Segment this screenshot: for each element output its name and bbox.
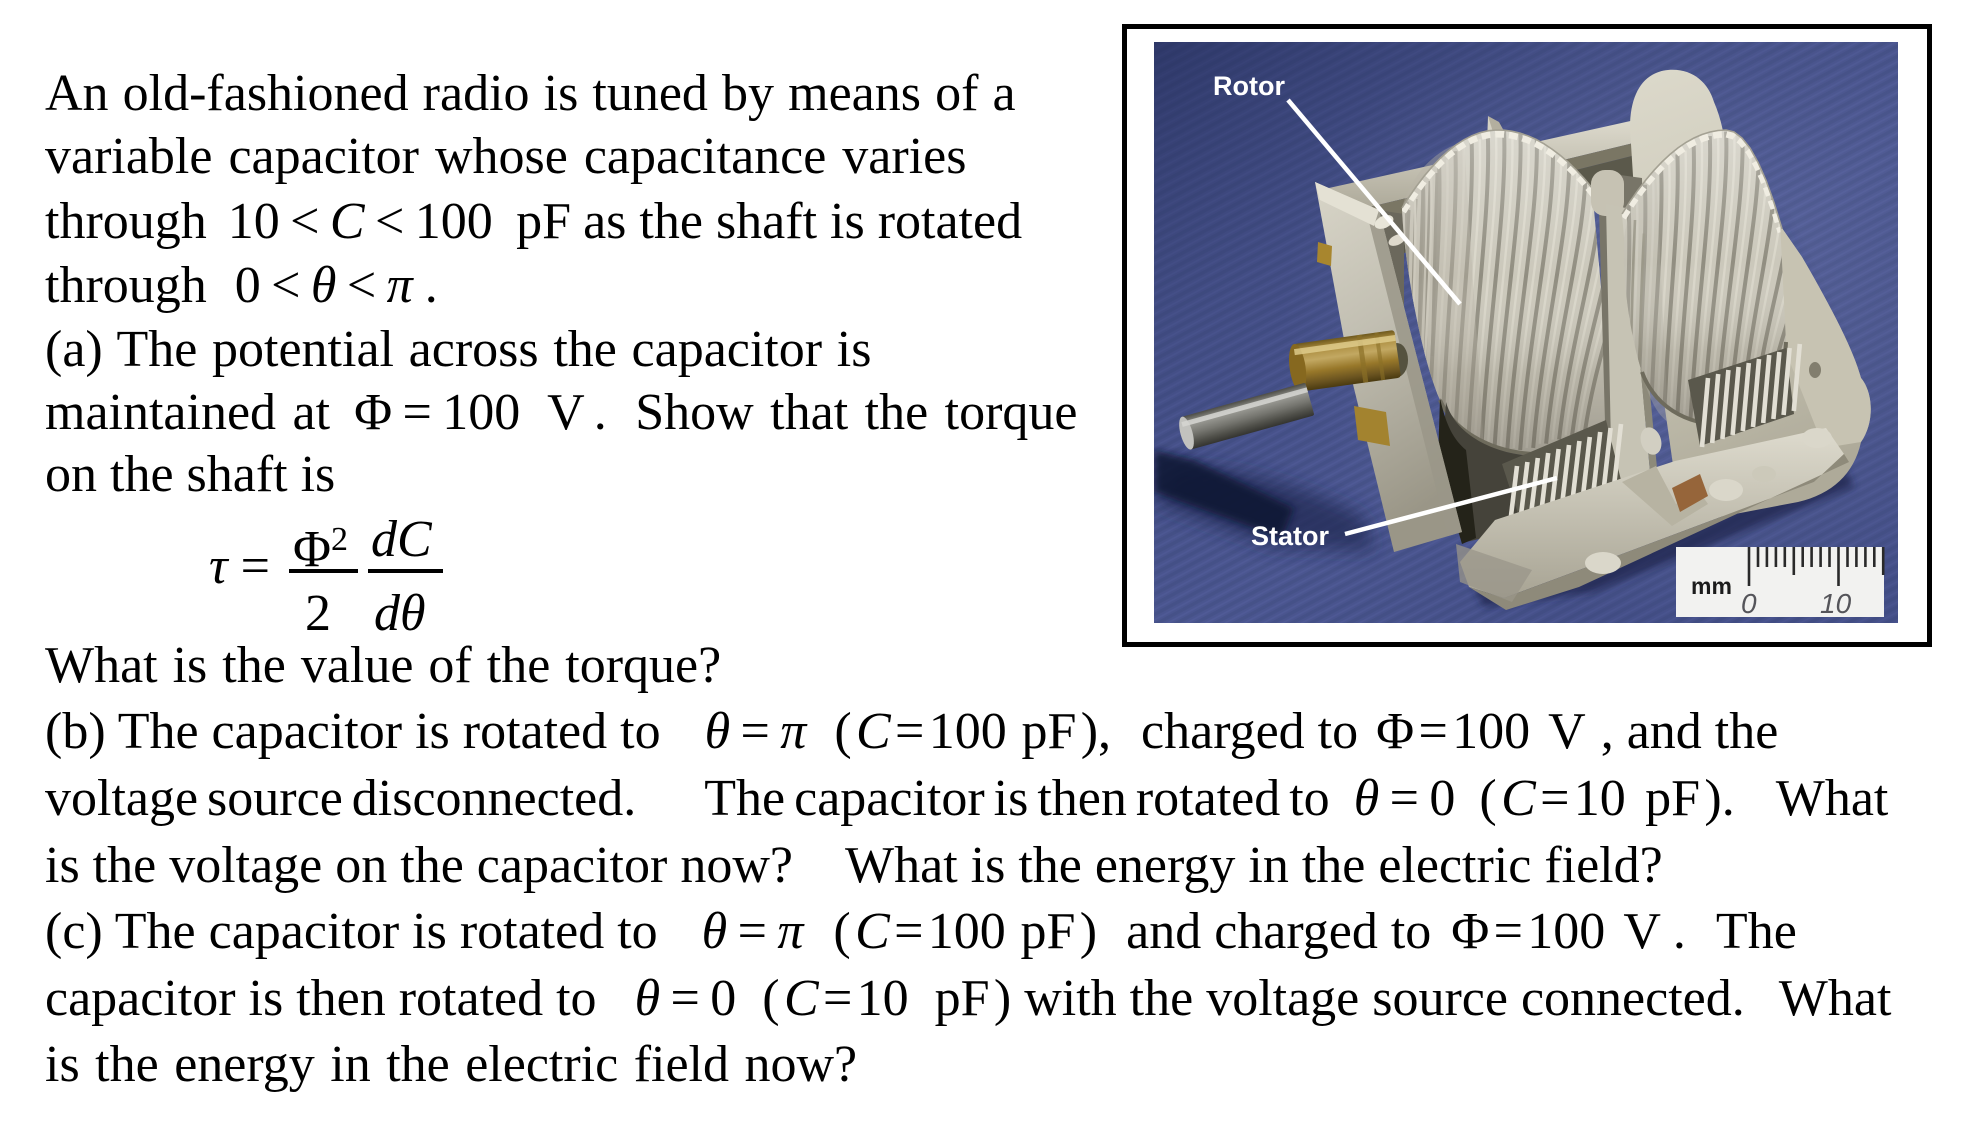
svg-text:Stator: Stator xyxy=(1251,521,1330,551)
svg-text:Rotor: Rotor xyxy=(1213,71,1285,101)
svg-text:10: 10 xyxy=(1820,588,1852,619)
svg-text:0: 0 xyxy=(1741,588,1757,619)
svg-text:mm: mm xyxy=(1691,573,1732,599)
